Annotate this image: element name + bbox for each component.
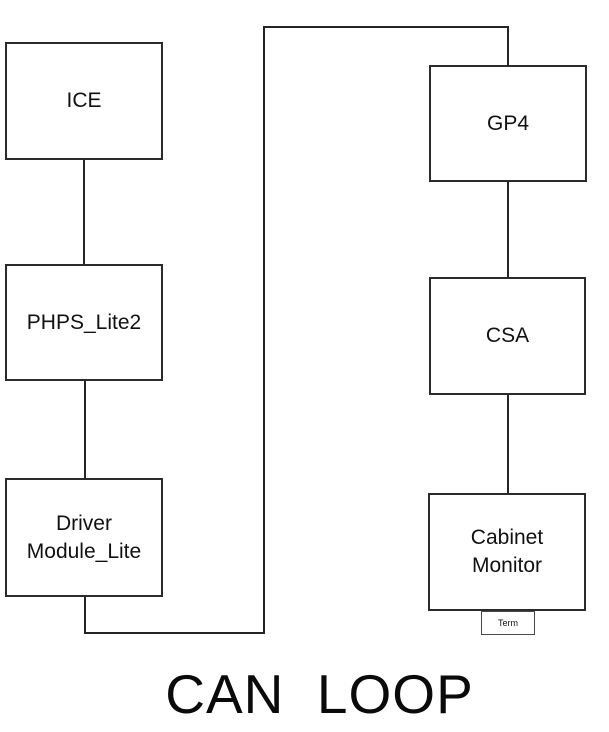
node-driver-module-lite: Driver Module_Lite (5, 478, 163, 597)
node-term-label: Term (498, 617, 518, 628)
node-term: Term (481, 611, 535, 635)
connector-bottom-horizontal (84, 632, 265, 634)
node-csa: CSA (429, 277, 586, 395)
connector-csa-cabinet (507, 395, 509, 495)
node-phps-lite2-label: PHPS_Lite2 (26, 310, 142, 334)
connector-phps-driver (84, 381, 86, 478)
connector-gp4-csa (507, 182, 509, 279)
diagram-title: CAN LOOP (165, 663, 474, 725)
node-phps-lite2: PHPS_Lite2 (5, 264, 163, 381)
node-driver-module-lite-label: Driver Module_Lite (26, 511, 142, 563)
node-cabinet-monitor-label: Cabinet Monitor (470, 526, 544, 577)
node-csa-label: CSA (485, 324, 530, 347)
node-gp4-label: GP4 (486, 111, 530, 135)
node-ice: ICE (5, 42, 163, 160)
connector-top-gp4 (507, 26, 509, 67)
node-ice-label: ICE (66, 89, 102, 112)
connector-top-horizontal (263, 26, 509, 28)
connector-loop-riser (263, 26, 265, 634)
node-gp4: GP4 (429, 65, 587, 182)
connector-ice-phps (83, 160, 85, 264)
connector-driver-down (84, 597, 86, 634)
node-cabinet-monitor: Cabinet Monitor (428, 493, 586, 611)
